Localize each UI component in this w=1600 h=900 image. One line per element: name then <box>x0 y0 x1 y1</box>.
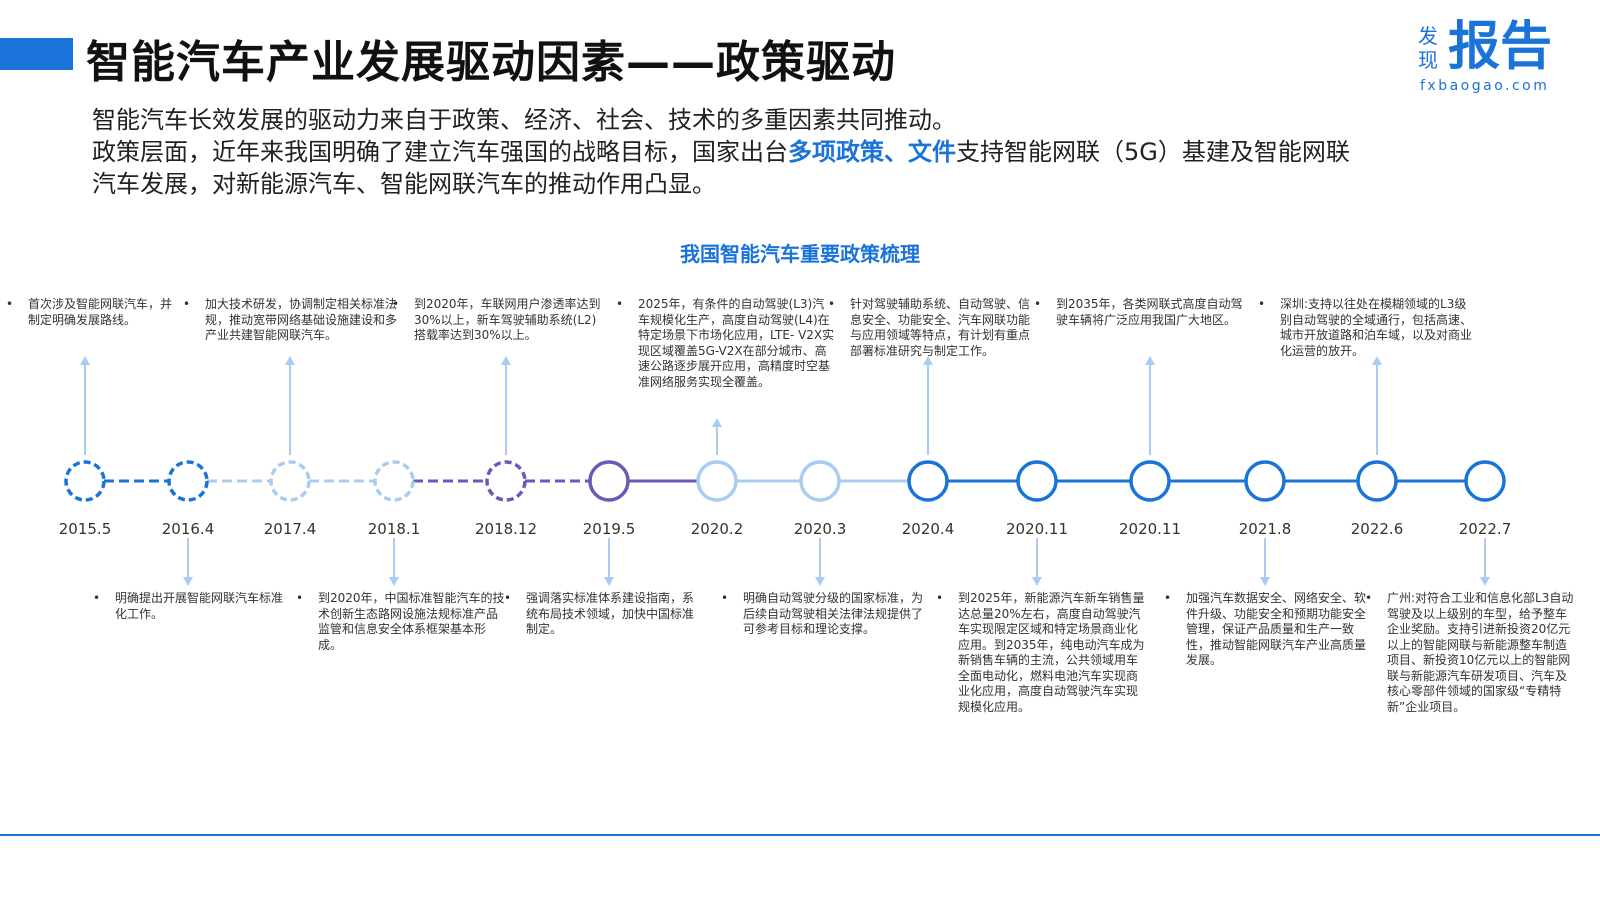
milestone-note: 强调落实标准体系建设指南，系统布局技术领域，加快中国标准制定。 <box>504 591 704 638</box>
timeline-node <box>799 460 841 502</box>
arrow-up-icon <box>712 418 722 427</box>
timeline-node <box>269 460 311 502</box>
arrow-up-icon <box>285 356 295 365</box>
milestone-note: 明确提出开展智能网联汽车标准化工作。 <box>93 591 283 622</box>
milestone-note: 首次涉及智能网联汽车，并制定明确发展路线。 <box>6 297 176 328</box>
timeline-node <box>1016 460 1058 502</box>
milestone-note: 到2020年，中国标准智能汽车的技术创新生态路网设施法规标准产品监管和信息安全体… <box>296 591 506 653</box>
arrow-down-icon <box>1032 577 1042 586</box>
title-accent-bar <box>0 38 73 70</box>
milestone-date: 2020.2 <box>690 520 744 538</box>
intro-highlight: 多项政策、文件 <box>788 138 956 166</box>
arrow-down-icon <box>1480 577 1490 586</box>
logo-small-text: 发现 <box>1418 24 1438 72</box>
milestone-note: 加大技术研发，协调制定相关标准法规，推动宽带网络基础设施建设和多产业共建智能网联… <box>183 297 398 344</box>
fxbaogao-logo[interactable]: 发现 报告 fxbaogao.com <box>1418 18 1578 98</box>
intro-line-1: 智能汽车长效发展的驱动力来自于政策、经济、社会、技术的多重因素共同推动。 <box>92 106 956 134</box>
arrow-up-icon <box>501 356 511 365</box>
arrow-up-icon <box>1372 356 1382 365</box>
timeline-node <box>1244 460 1286 502</box>
milestone-note: 加强汽车数据安全、网络安全、软件升级、功能安全和预期功能安全管理，保证产品质量和… <box>1164 591 1374 669</box>
milestone-date: 2022.6 <box>1350 520 1404 538</box>
timeline-node <box>1356 460 1398 502</box>
milestone-note: 到2025年，新能源汽车新车销售量达总量20%左右，高度自动驾驶汽车实现限定区域… <box>936 591 1146 715</box>
timeline-node <box>485 460 527 502</box>
milestone-note: 2025年，有条件的自动驾驶(L3)汽车规模化生产，高度自动驾驶(L4)在特定场… <box>616 297 836 390</box>
milestone-note: 针对驾驶辅助系统、自动驾驶、信息安全、功能安全、汽车网联功能与应用领域等特点，有… <box>828 297 1038 359</box>
milestone-note: 到2035年，各类网联式高度自动驾驶车辆将广泛应用我国广大地区。 <box>1034 297 1249 328</box>
milestone-note: 深圳:支持以往处在模糊领域的L3级别自动驾驶的全域通行，包括高速、城市开放道路和… <box>1258 297 1478 359</box>
milestone-date: 2020.11 <box>1118 520 1182 538</box>
timeline-node <box>588 460 630 502</box>
milestone-date: 2021.8 <box>1238 520 1292 538</box>
arrow-up-icon <box>80 356 90 365</box>
milestone-date: 2015.5 <box>58 520 112 538</box>
arrow-down-icon <box>183 577 193 586</box>
arrow-up-icon <box>1145 356 1155 365</box>
milestone-date: 2022.7 <box>1458 520 1512 538</box>
intro-line-2-end: 支持智能网联（5G）基建及智能网联 <box>956 138 1350 166</box>
arrow-up-icon <box>923 356 933 365</box>
intro-line-2-start: 政策层面，近年来我国明确了建立汽车强国的战略目标，国家出台 <box>92 138 788 166</box>
intro-text: 智能汽车长效发展的驱动力来自于政策、经济、社会、技术的多重因素共同推动。 政策层… <box>92 104 1492 200</box>
timeline-node <box>907 460 949 502</box>
arrow-down-icon <box>1260 577 1270 586</box>
milestone-date: 2016.4 <box>161 520 215 538</box>
milestone-date: 2019.5 <box>582 520 636 538</box>
milestone-note: 明确自动驾驶分级的国家标准，为后续自动驾驶相关法律法规提供了可参考目标和理论支撑… <box>721 591 926 638</box>
milestone-date: 2018.12 <box>474 520 538 538</box>
timeline-node <box>1464 460 1506 502</box>
timeline-node <box>167 460 209 502</box>
milestone-date: 2020.4 <box>901 520 955 538</box>
timeline-node <box>373 460 415 502</box>
arrow-down-icon <box>604 577 614 586</box>
footer-divider <box>0 834 1600 836</box>
timeline-node <box>64 460 106 502</box>
intro-line-3: 汽车发展，对新能源汽车、智能网联汽车的推动作用凸显。 <box>92 170 716 198</box>
logo-url: fxbaogao.com <box>1420 78 1550 94</box>
timeline-title: 我国智能汽车重要政策梳理 <box>680 242 920 266</box>
milestone-date: 2020.3 <box>793 520 847 538</box>
milestone-note: 到2020年，车联网用户渗透率达到30%以上，新车驾驶辅助系统(L2)搭载率达到… <box>392 297 607 344</box>
milestone-note: 广州:对符合工业和信息化部L3自动驾驶及以上级别的车型，给予整车企业奖励。支持引… <box>1365 591 1575 715</box>
milestone-date: 2017.4 <box>263 520 317 538</box>
timeline-node <box>696 460 738 502</box>
arrow-down-icon <box>389 577 399 586</box>
arrow-down-icon <box>815 577 825 586</box>
intro-line-2: 政策层面，近年来我国明确了建立汽车强国的战略目标，国家出台多项政策、文件支持智能… <box>92 136 1492 168</box>
milestone-date: 2020.11 <box>1005 520 1069 538</box>
timeline-node <box>1129 460 1171 502</box>
logo-big-text: 报告 <box>1448 17 1553 77</box>
milestone-date: 2018.1 <box>367 520 421 538</box>
page-title: 智能汽车产业发展驱动因素——政策驱动 <box>86 37 896 88</box>
